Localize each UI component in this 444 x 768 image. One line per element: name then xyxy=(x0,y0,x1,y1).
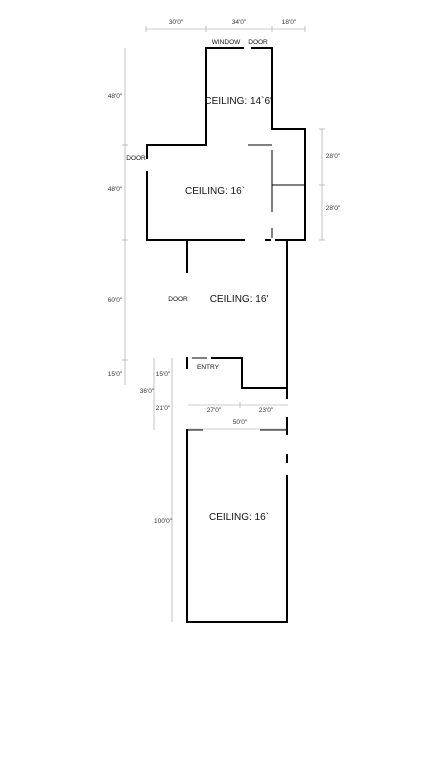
dim-bottom-100: 100'0" xyxy=(154,518,173,525)
dim-left-60: 60'0" xyxy=(108,297,123,304)
dim-left-48a: 48'0" xyxy=(108,93,123,100)
dim-left-48b: 48'0" xyxy=(108,186,123,193)
upper-room-ceiling: CEILING: 14`6" xyxy=(204,95,274,107)
dim-entry-36: 36'0" xyxy=(140,388,155,395)
dim-entry-21: 21'0" xyxy=(156,405,171,412)
left-door-label: DOOR xyxy=(126,155,146,162)
dim-top-30: 30'0" xyxy=(169,19,184,26)
dim-left-15: 15'0" xyxy=(108,371,123,378)
dim-bottom-50: 50'0" xyxy=(233,419,248,426)
entry-label: ENTRY xyxy=(197,364,220,371)
top-door-label: DOOR xyxy=(248,39,268,46)
dim-top-34: 34'0" xyxy=(232,19,247,26)
mid-door-label: DOOR xyxy=(168,296,188,303)
dim-bottom-23: 23'0" xyxy=(259,407,274,414)
dim-top-18: 18'0" xyxy=(282,19,297,26)
middle-room-ceiling: CEILING: 16` xyxy=(185,185,245,197)
bottom-room-ceiling: CEILING: 16` xyxy=(209,511,269,523)
dim-right-28b: 28'0" xyxy=(326,205,341,212)
window-label: WINDOW xyxy=(212,39,241,46)
dim-right-28a: 28'0" xyxy=(326,153,341,160)
dim-entry-15: 15'0" xyxy=(156,371,171,378)
walls xyxy=(146,47,306,623)
lower-middle-room-ceiling: CEILING: 16' xyxy=(210,294,269,305)
dim-bottom-27: 27'0" xyxy=(207,407,222,414)
dimension-lines xyxy=(122,26,325,622)
